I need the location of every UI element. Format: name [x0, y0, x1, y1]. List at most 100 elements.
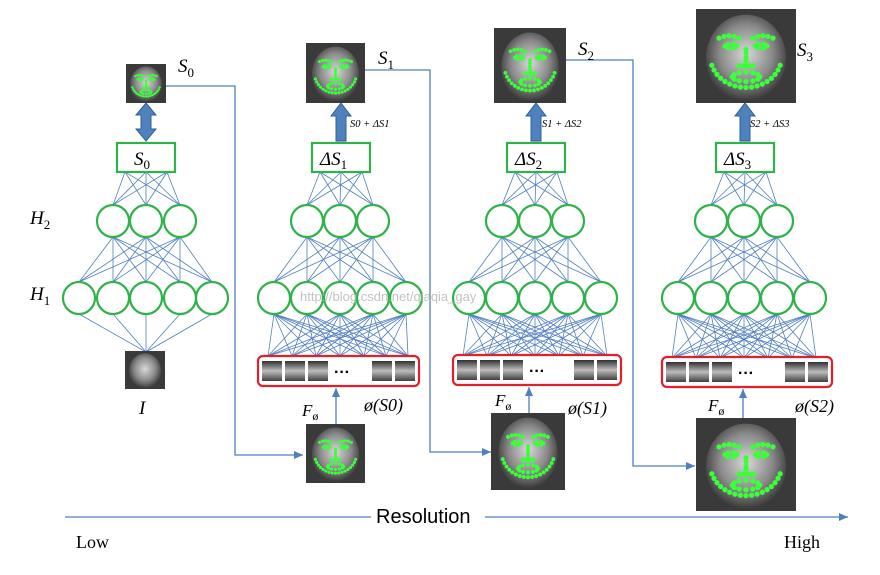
landmark-point: [538, 432, 543, 437]
connection-line: [179, 236, 213, 283]
connection-line: [385, 313, 407, 357]
low-label: Low: [76, 532, 109, 552]
landmark-point: [149, 77, 153, 80]
patch-thumbnail: [597, 360, 617, 380]
flow-s0-to-face1: [166, 85, 303, 459]
landmark-point: [531, 469, 536, 474]
landmark-point: [323, 63, 327, 68]
landmark-point: [508, 49, 513, 54]
connection-line: [501, 171, 558, 206]
landmark-point: [727, 81, 733, 87]
landmark-point: [743, 69, 749, 75]
landmark-point: [138, 93, 141, 97]
landmark-point: [533, 83, 537, 88]
landmark-point: [531, 434, 536, 439]
connection-line: [535, 171, 569, 206]
landmark-point: [521, 475, 526, 479]
landmark-point: [540, 47, 545, 52]
landmark-point: [755, 76, 761, 82]
landmark-point: [755, 41, 761, 47]
ellipsis-label: ···: [738, 365, 754, 382]
landmark-point: [340, 463, 345, 467]
landmark-point: [136, 74, 139, 77]
landmark-point: [750, 35, 756, 41]
landmark-point: [759, 81, 765, 87]
landmark-point: [333, 77, 338, 81]
connection-line: [671, 313, 679, 359]
landmark-point: [333, 462, 338, 466]
landmark-point: [316, 83, 320, 87]
landmark-point: [329, 60, 334, 64]
hidden-node-h1: [61, 280, 97, 316]
connection-line: [78, 236, 147, 283]
connection-line: [273, 313, 365, 357]
landmark-point: [542, 433, 547, 438]
landmark-point: [333, 455, 338, 459]
label-s0: S0: [178, 56, 194, 80]
landmark-point: [507, 467, 512, 472]
connection-line: [267, 313, 407, 357]
landmark-point: [522, 71, 527, 76]
connection-line: [306, 236, 374, 283]
connection-line: [501, 236, 569, 283]
landmark-point: [536, 87, 540, 92]
patch-thumbnail: [480, 360, 500, 380]
landmark-point: [743, 54, 749, 60]
landmark-point: [722, 78, 728, 85]
landmark-point: [528, 88, 532, 93]
landmark-point: [158, 86, 161, 89]
landmark-point: [528, 76, 532, 81]
connection-line: [306, 236, 341, 283]
connection-line: [534, 313, 602, 357]
landmark-point: [517, 464, 522, 469]
connection-line: [372, 313, 387, 357]
landmark-point: [520, 434, 525, 439]
landmark-point: [147, 74, 150, 78]
landmark-point: [544, 467, 549, 472]
landmark-point: [140, 89, 143, 93]
hidden-node-h1: [128, 280, 164, 316]
connection-line: [677, 313, 721, 359]
landmark-point: [502, 461, 507, 465]
connection-line: [677, 313, 793, 359]
landmark-point: [736, 63, 742, 69]
connection-line: [468, 313, 488, 357]
connection-line: [514, 171, 569, 206]
landmark-point: [709, 62, 715, 68]
connection-line: [486, 313, 602, 357]
connection-line: [600, 313, 608, 357]
landmark-point: [326, 63, 330, 68]
landmark-point: [144, 95, 148, 98]
landmark-point: [750, 70, 756, 76]
landmark-point: [761, 450, 767, 456]
landmark-point: [536, 82, 541, 86]
connection-line: [809, 313, 817, 359]
connection-line: [719, 313, 745, 359]
landmark-point: [324, 89, 328, 93]
connection-line: [145, 313, 213, 353]
connection-line: [112, 236, 147, 283]
face-s2: [494, 28, 566, 103]
connection-line: [695, 313, 712, 359]
landmark-point: [313, 457, 317, 461]
label-s2: S2: [578, 39, 594, 63]
landmark-point: [721, 442, 727, 448]
landmark-point: [543, 48, 548, 52]
connection-line: [273, 313, 317, 357]
landmark-point: [142, 95, 145, 98]
landmark-point: [329, 82, 334, 86]
landmark-point: [333, 81, 338, 85]
connection-line: [501, 313, 512, 357]
landmark-point: [333, 67, 338, 71]
landmark-point: [351, 463, 355, 467]
connection-line: [743, 313, 793, 359]
landmark-point: [315, 460, 319, 464]
landmark-point: [743, 493, 749, 499]
landmark-point: [520, 457, 525, 462]
hidden-node-h2: [355, 203, 391, 239]
connection-line: [486, 313, 503, 357]
connection-line: [468, 313, 512, 357]
connection-line: [462, 313, 503, 357]
landmark-point: [318, 465, 323, 469]
